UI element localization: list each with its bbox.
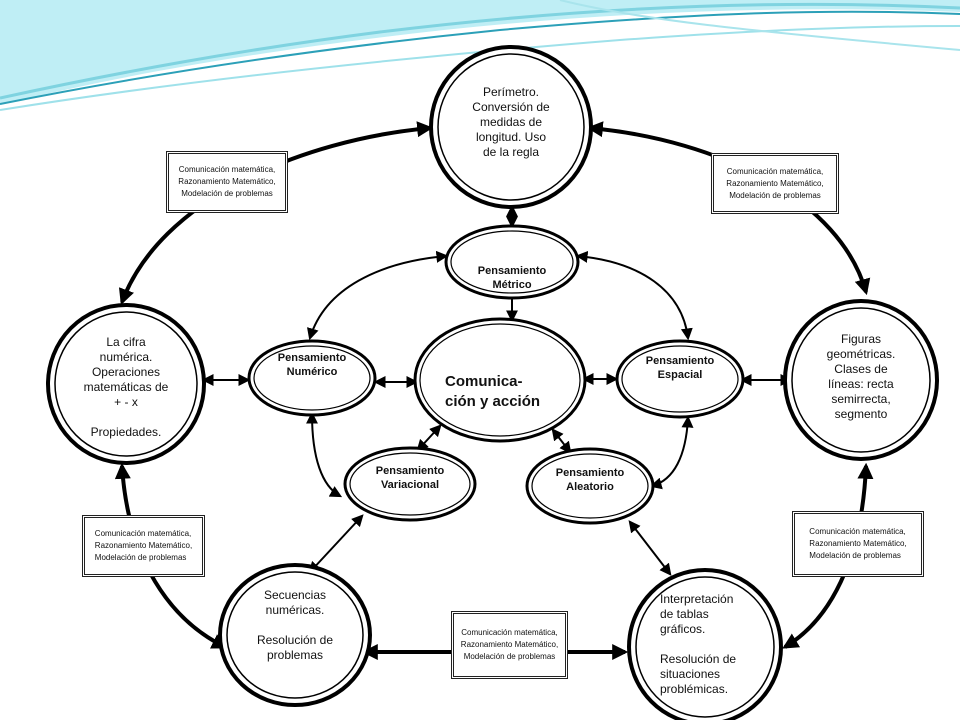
label-espacial: Pensamiento Espacial bbox=[630, 350, 730, 386]
node-metrico bbox=[444, 224, 580, 300]
label-aleatorio-text: Pensamiento Aleatorio bbox=[555, 467, 625, 493]
topic-interpretacion-text: Interpretación de tablas gráficos. Resol… bbox=[660, 592, 737, 696]
competencias-box-top-left: Comunicación matemática, Razonamiento Ma… bbox=[166, 151, 288, 213]
competencias-box-bottom-right: Comunicación matemática, Razonamiento Ma… bbox=[792, 511, 924, 577]
node-figuras bbox=[783, 299, 939, 461]
node-perimetro bbox=[429, 45, 593, 209]
arrow-figuras-interpretacion bbox=[782, 462, 874, 649]
label-numerico-text: Pensamiento Numérico bbox=[277, 352, 347, 378]
banner-swoosh-2 bbox=[0, 10, 960, 105]
label-espacial-text: Pensamiento Espacial bbox=[645, 355, 715, 381]
topic-figuras: Figuras geométricas. Clases de líneas: r… bbox=[801, 322, 921, 432]
competencias-text: Comunicación matemática, Razonamiento Ma… bbox=[178, 165, 276, 198]
arrow-numerico-variacional bbox=[306, 411, 343, 498]
banner-swoosh-4 bbox=[559, 0, 960, 51]
arrow-espacial-aleatorio bbox=[649, 415, 694, 490]
center-label-line2: ción y acción bbox=[445, 393, 541, 410]
label-numerico: Pensamiento Numérico bbox=[262, 347, 362, 383]
node-cifra bbox=[46, 303, 206, 465]
topic-secuencias: Secuencias numéricas. Resolución de prob… bbox=[235, 588, 355, 678]
competencias-text: Comunicación matemática, Razonamiento Ma… bbox=[726, 166, 824, 200]
node-centro bbox=[413, 317, 587, 443]
banner-swoosh-3 bbox=[0, 25, 960, 111]
label-variacional-text: Pensamiento Variacional bbox=[375, 465, 445, 491]
competencias-box-bottom-center: Comunicación matemática, Razonamiento Ma… bbox=[451, 611, 568, 679]
topic-secuencias-text: Secuencias numéricas. Resolución de prob… bbox=[256, 588, 334, 662]
label-variacional: Pensamiento Variacional bbox=[358, 460, 462, 496]
node-interpretacion bbox=[627, 568, 783, 720]
competencias-box-bottom-left: Comunicación matemática, Razonamiento Ma… bbox=[82, 515, 205, 577]
center-label-line1: Comunica- bbox=[445, 373, 523, 390]
nodes bbox=[46, 45, 939, 720]
header-banner bbox=[0, 0, 960, 111]
arrow-variacional-secuencias bbox=[308, 514, 364, 574]
label-metrico: Pensamiento Métrico bbox=[462, 260, 562, 296]
arrow-cifra-secuencias bbox=[114, 462, 228, 649]
banner-band-light bbox=[0, 0, 960, 105]
node-espacial bbox=[615, 339, 745, 419]
topic-interpretacion: Interpretación de tablas gráficos. Resol… bbox=[660, 592, 770, 702]
topic-cifra: La cifra numérica. Operaciones matemátic… bbox=[66, 335, 186, 465]
inner-arrows bbox=[201, 204, 793, 576]
node-variacional bbox=[343, 446, 477, 522]
topic-perimetro-text: Perímetro. Conversión de medidas de long… bbox=[472, 84, 550, 159]
node-secuencias bbox=[218, 563, 372, 707]
node-numerico bbox=[247, 339, 377, 417]
label-metrico-text: Pensamiento Métrico bbox=[477, 265, 547, 291]
topic-figuras-text: Figuras geométricas. Clases de líneas: r… bbox=[826, 332, 896, 421]
arrow-centro-aleatorio bbox=[551, 428, 572, 454]
arrow-metrico-numerico bbox=[307, 250, 449, 341]
arrow-aleatorio-interpretacion bbox=[628, 520, 672, 576]
node-aleatorio bbox=[525, 447, 655, 525]
banner-swoosh-1 bbox=[0, 2, 960, 100]
competencias-box-top-right: Comunicación matemática, Razonamiento Ma… bbox=[711, 153, 839, 214]
label-aleatorio: Pensamiento Aleatorio bbox=[540, 462, 640, 498]
topic-perimetro: Perímetro. Conversión de medidas de long… bbox=[451, 72, 571, 172]
competencias-text: Comunicación matemática, Razonamiento Ma… bbox=[460, 628, 559, 661]
arrow-variacional-centro bbox=[416, 424, 442, 452]
arrow-metrico-espacial bbox=[575, 250, 693, 341]
competencias-text: Comunicación matemática, Razonamiento Ma… bbox=[809, 527, 907, 560]
competencias-text: Comunicación matemática, Razonamiento Ma… bbox=[94, 529, 193, 562]
topic-cifra-text: La cifra numérica. Operaciones matemátic… bbox=[83, 335, 169, 439]
center-label: Comunica- ción y acción bbox=[445, 370, 565, 414]
